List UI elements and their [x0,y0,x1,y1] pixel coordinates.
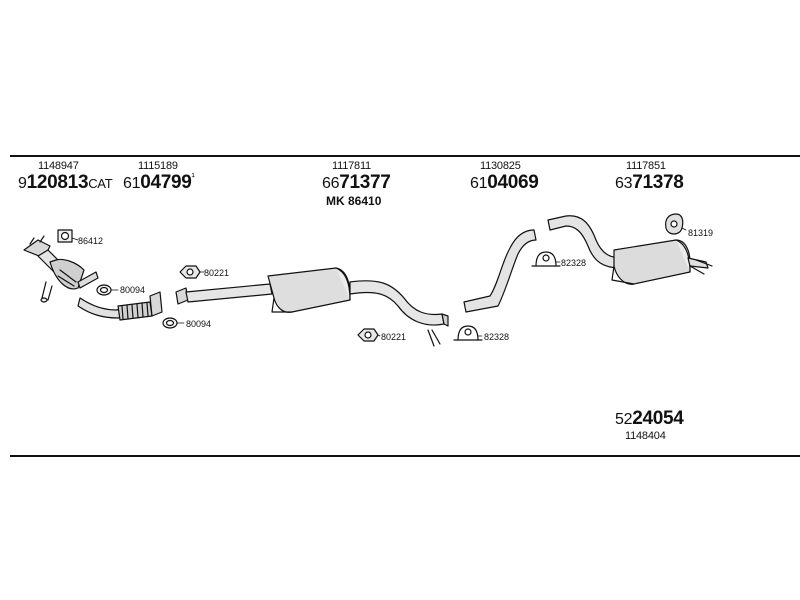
bottom-divider [10,455,800,457]
part-number-bold: 71378 [632,172,684,193]
part-label-80221: 80221 [204,268,230,278]
part-label-86412: 86412 [78,236,104,246]
footer-oe-number: 1148404 [625,430,666,442]
part-number-prefix: 9 [18,175,27,192]
header-part-number: 6371378 [615,172,684,194]
gasket-86412 [57,229,73,243]
rear-muffler [611,239,713,285]
part-label-82328: 82328 [484,332,510,342]
part-number-prefix: 61 [123,175,141,192]
part-label-81319: 81319 [688,228,714,238]
hanger-82328 [453,325,483,341]
header-oe-number: 1130825 [480,160,521,172]
ring-80094 [162,317,178,329]
middle-pipe [463,229,537,313]
top-divider [10,155,800,157]
part-label-82328: 82328 [561,258,587,268]
front-pipe [77,291,163,321]
rubber-mount-81319 [665,213,684,235]
part-number-bold: 24054 [632,408,684,429]
catalytic-converter [23,235,99,303]
center-pipe [175,267,449,347]
part-number-prefix: 66 [322,175,340,192]
header-oe-number: 1148947 [38,160,79,172]
mounting-kit-label: MK 86410 [326,194,382,208]
part-number-bold: 04799 [140,172,192,193]
hanger-82328 [531,251,561,267]
part-number-prefix: 52 [615,411,633,428]
clamp-80221 [357,328,379,342]
ring-80094 [96,284,112,296]
clamp-80221 [179,265,201,279]
header-part-number: 6104799¹ [123,172,195,194]
footer-part-number: 5224054 [615,408,684,430]
part-number-prefix: 63 [615,175,633,192]
part-number-bold: 120813 [26,172,89,193]
header-oe-number: 1115189 [138,160,178,172]
part-number-suffix: CAT [88,176,113,191]
part-label-80094: 80094 [186,319,212,329]
part-label-80221: 80221 [381,332,407,342]
header-oe-number: 1117851 [626,160,666,172]
header-part-number: 6671377 [322,172,391,194]
header-part-number: 6104069 [470,172,539,194]
part-number-bold: 71377 [339,172,391,193]
header-part-number: 9120813CAT [18,172,113,194]
part-number-bold: 04069 [487,172,539,193]
part-number-prefix: 61 [470,175,488,192]
part-number-suffix: ¹ [191,172,195,183]
header-oe-number: 1117811 [332,160,371,172]
part-label-80094: 80094 [120,285,146,295]
